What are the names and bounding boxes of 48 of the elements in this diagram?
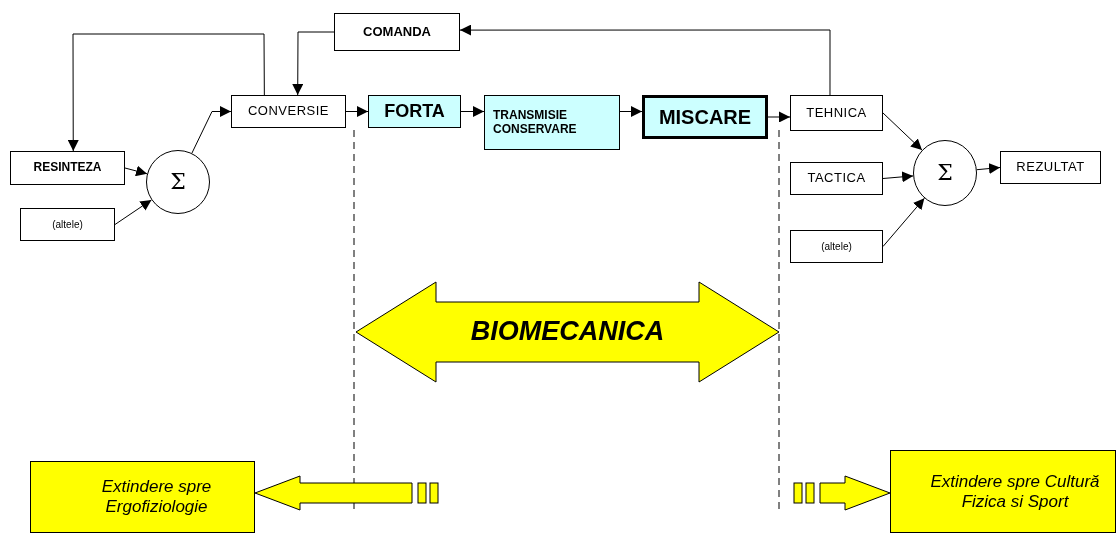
box-label: TACTICA <box>807 171 866 186</box>
process-box <box>20 208 115 241</box>
note-box <box>890 450 1116 533</box>
box-label: RESINTEZA <box>33 161 102 175</box>
box-label: FORTA <box>384 101 445 122</box>
arrow <box>191 106 232 154</box>
arrow <box>767 111 791 123</box>
box-label: (altele) <box>821 240 852 253</box>
box-label: BIOMECANICA <box>470 316 665 348</box>
arrow <box>459 24 831 96</box>
summing-circle <box>913 140 977 206</box>
box-label: TEHNICA <box>806 105 867 121</box>
arrow <box>460 106 485 117</box>
box-label: REZULTAT <box>1016 160 1085 175</box>
process-box <box>368 95 461 128</box>
arrow <box>114 199 152 225</box>
box-label: CONVERSIE <box>247 104 330 119</box>
process-box <box>484 95 620 150</box>
block-arrow <box>254 475 413 511</box>
box-label: TRANSMISIE CONSERVARE <box>492 108 578 137</box>
process-box <box>790 230 883 263</box>
note-text: Extindere spre Ergofiziologie <box>100 477 213 517</box>
summing-circle <box>146 150 210 214</box>
process-box <box>10 151 125 185</box>
arrow <box>976 163 1001 174</box>
note-box <box>30 461 255 533</box>
block-arrow <box>819 475 891 511</box>
process-box <box>790 95 883 131</box>
note-text: Extindere spre Cultură Fizica si Sport <box>929 471 1101 512</box>
arrow <box>292 31 335 96</box>
arrow <box>619 106 643 117</box>
double-arrow-band <box>356 282 779 382</box>
sigma-symbol: Σ <box>170 169 186 195</box>
arrow <box>124 165 148 177</box>
process-box <box>790 162 883 195</box>
arrow <box>882 171 914 183</box>
box-label: MISCARE <box>658 105 752 129</box>
box-label: (altele) <box>52 218 83 231</box>
process-box <box>334 13 460 51</box>
process-box <box>642 95 768 139</box>
box-label: COMANDA <box>363 24 431 40</box>
process-box <box>1000 151 1101 184</box>
arrow <box>882 112 923 151</box>
arrow <box>345 106 369 117</box>
sigma-symbol: Σ <box>937 160 953 186</box>
arrow <box>882 197 925 247</box>
arrow <box>67 33 265 152</box>
process-box <box>231 95 346 128</box>
